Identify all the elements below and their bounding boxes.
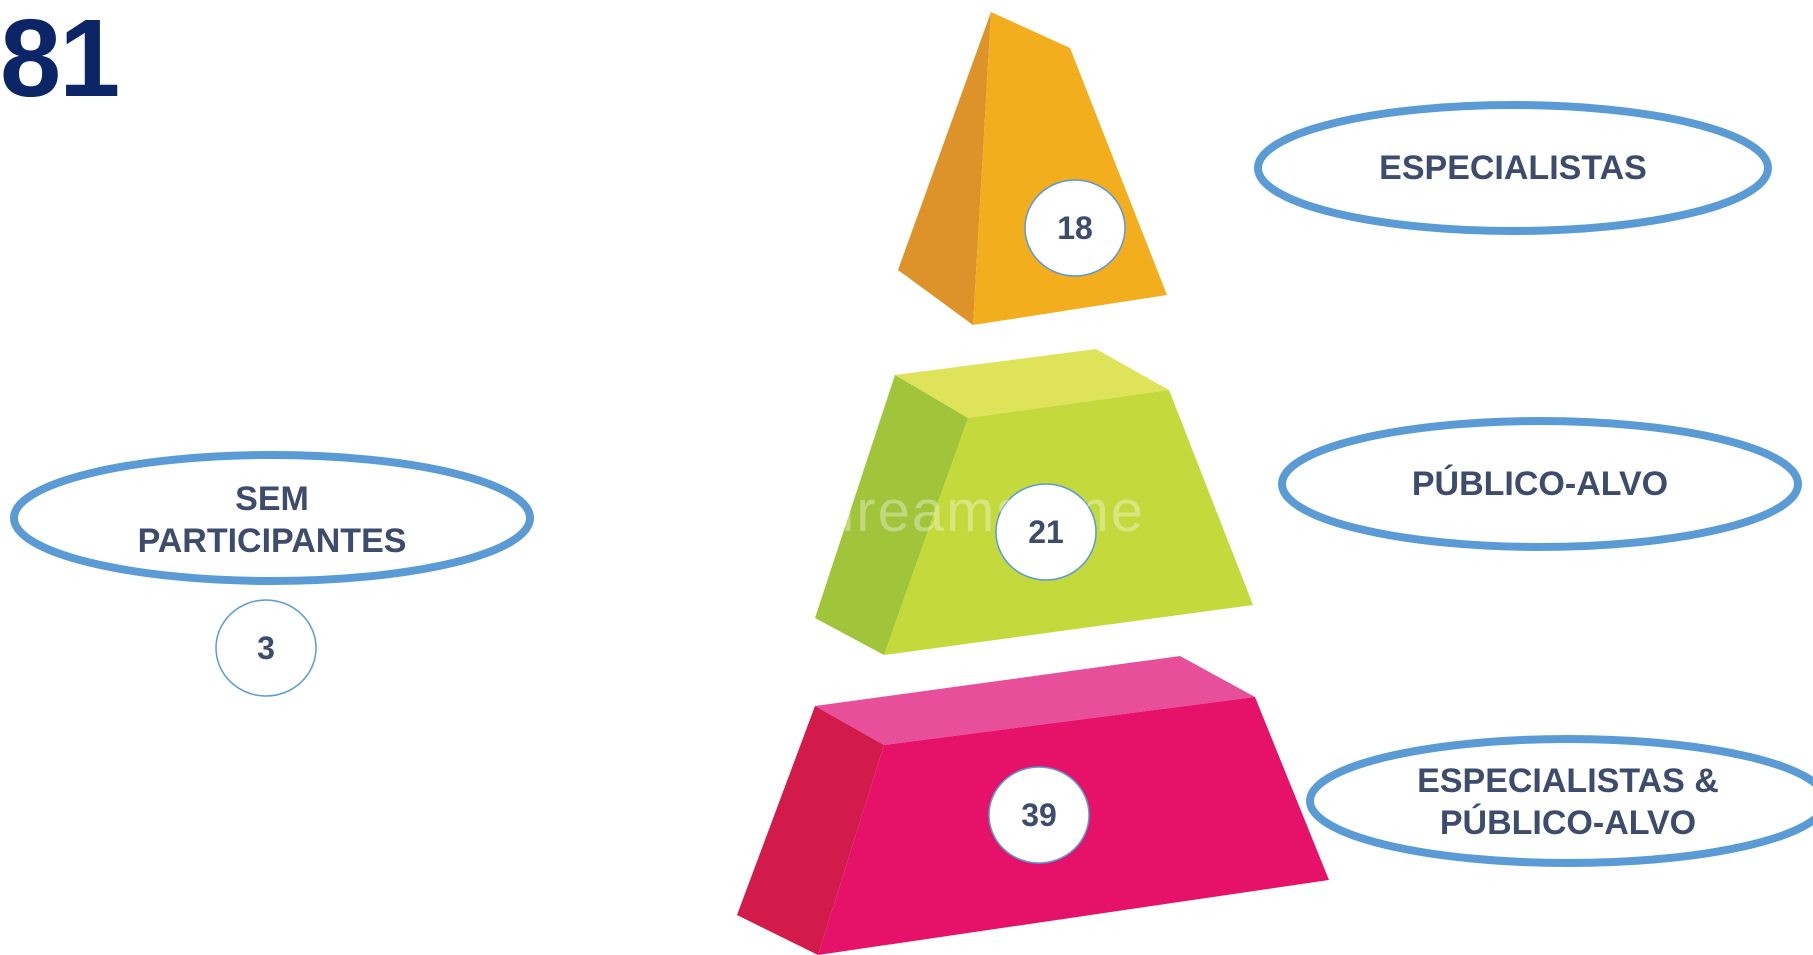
circle-value-39 — [988, 766, 1090, 864]
circle-value-3 — [215, 599, 317, 697]
total-count: 81 — [0, 0, 120, 120]
watermark: dreamstime — [822, 479, 1145, 544]
label-especialistas: ESPECIALISTAS — [1258, 138, 1768, 198]
value-bottom: 39 — [1021, 796, 1057, 833]
label-publico-alvo: PÚBLICO-ALVO — [1282, 454, 1798, 514]
pyramid-tier-top — [898, 12, 1167, 325]
ellipse-especialistas-publico — [1306, 735, 1813, 867]
label-sem-participantes-line2: PARTICIPANTES — [137, 522, 407, 560]
label-sem-participantes-line1: SEM — [235, 479, 309, 518]
circle-value-18 — [1024, 179, 1126, 277]
label-sem-participantes: SEM PARTICIPANTES — [14, 470, 530, 570]
tier-bottom-left-face — [737, 706, 884, 955]
label-especialistas-publico-line2: PÚBLICO-ALVO — [1439, 804, 1697, 842]
label-publico-alvo-text: PÚBLICO-ALVO — [1411, 464, 1669, 503]
circle-value-21 — [995, 483, 1097, 581]
label-especialistas-text: ESPECIALISTAS — [1379, 148, 1647, 187]
tier-middle-top-face — [895, 349, 1169, 418]
tier-bottom-top-face — [815, 656, 1255, 745]
tier-top-front-face — [973, 12, 1167, 325]
ellipse-especialistas — [1254, 101, 1772, 235]
ellipse-sem-participantes — [10, 451, 534, 585]
ellipse-publico-alvo — [1278, 417, 1802, 551]
value-outside: 3 — [257, 629, 275, 666]
label-especialistas-publico-line1: ESPECIALISTAS & — [1417, 761, 1719, 800]
value-top: 18 — [1057, 209, 1093, 246]
tier-top-left-face — [898, 12, 991, 325]
value-middle: 21 — [1028, 513, 1064, 550]
tier-middle-left-face — [815, 375, 968, 655]
label-especialistas-publico: ESPECIALISTAS & PÚBLICO-ALVO — [1310, 752, 1813, 852]
